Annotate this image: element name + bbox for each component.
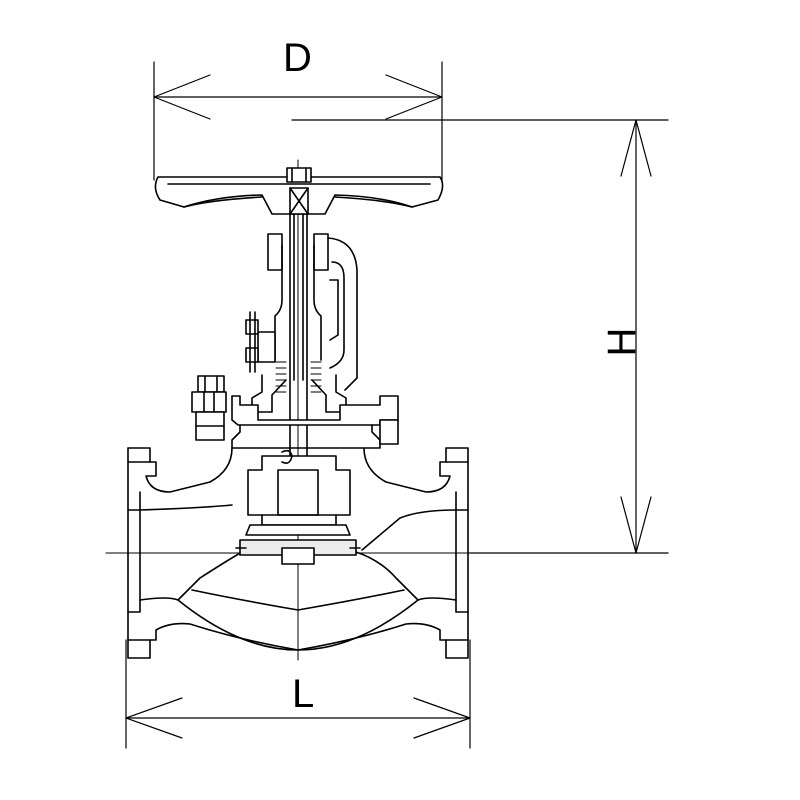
bypass-nut bbox=[191, 375, 227, 441]
dimension-d bbox=[153, 61, 443, 181]
yoke bbox=[245, 233, 358, 413]
dimension-h-label: H bbox=[600, 327, 644, 357]
bonnet-flange bbox=[231, 395, 399, 449]
gland-packing bbox=[275, 361, 322, 393]
valve-disc bbox=[235, 449, 361, 565]
valve-body bbox=[127, 447, 469, 659]
center-lines bbox=[105, 159, 479, 661]
dimension-l-label: L bbox=[292, 672, 315, 716]
dimension-l bbox=[125, 639, 471, 749]
dimension-d-label: D bbox=[283, 36, 312, 80]
handwheel bbox=[154, 167, 444, 215]
dimension-h bbox=[291, 119, 669, 554]
